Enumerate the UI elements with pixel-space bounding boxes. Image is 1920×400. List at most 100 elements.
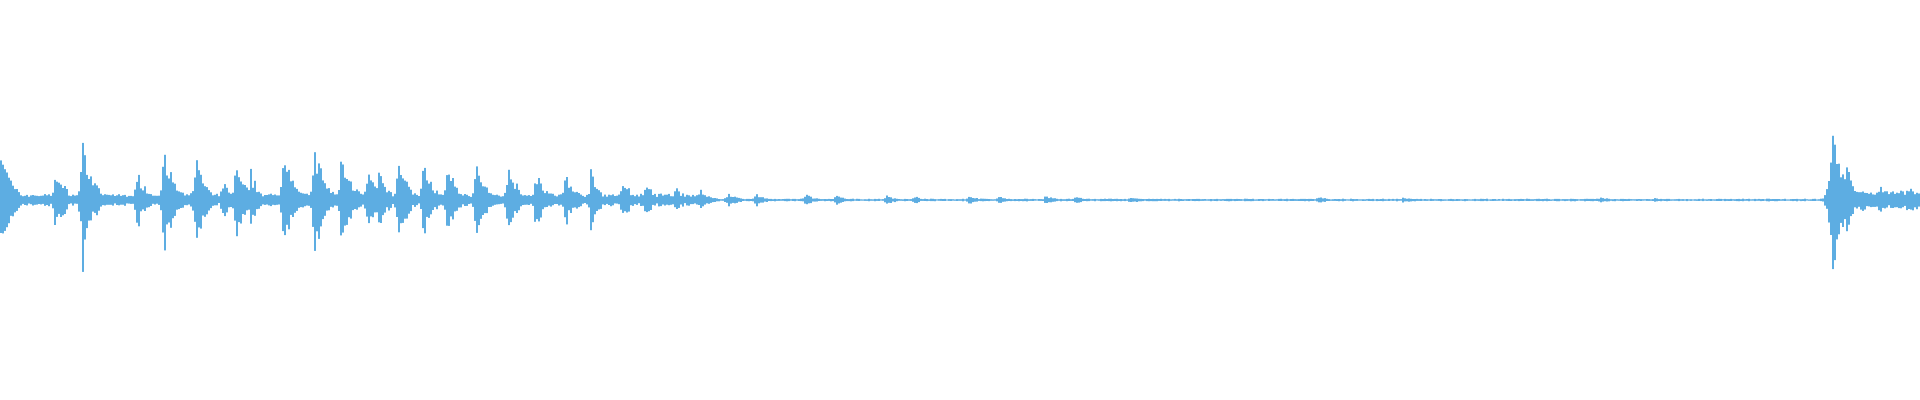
waveform-sample: [1892, 191, 1894, 208]
waveform-sample: [1402, 197, 1404, 203]
waveform-sample: [962, 198, 964, 202]
waveform-sample: [1694, 199, 1696, 201]
waveform-sample: [1422, 199, 1424, 201]
waveform-sample: [1748, 198, 1750, 202]
waveform-sample: [1354, 199, 1356, 201]
waveform-sample: [1090, 199, 1092, 201]
waveform-sample: [844, 198, 846, 202]
waveform-sample: [1812, 198, 1814, 201]
waveform-sample: [982, 198, 984, 202]
waveform-sample: [762, 197, 764, 203]
waveform-sample: [532, 194, 534, 206]
waveform-sample: [1632, 199, 1634, 201]
waveform-sample: [788, 198, 790, 202]
waveform-sample: [914, 197, 916, 203]
waveform-sample: [28, 196, 30, 204]
waveform-sample: [1512, 199, 1514, 201]
waveform-sample: [1360, 199, 1362, 201]
waveform-sample: [594, 187, 596, 215]
waveform-sample: [1008, 198, 1010, 201]
waveform-sample: [468, 196, 470, 204]
waveform-sample: [222, 188, 224, 213]
waveform-sample: [40, 195, 42, 205]
waveform-sample: [1724, 198, 1726, 202]
waveform-sample: [664, 194, 666, 206]
waveform-sample: [1176, 199, 1178, 201]
waveform-sample: [1714, 199, 1716, 201]
waveform-sample: [524, 195, 526, 205]
waveform-sample: [42, 195, 44, 204]
waveform-sample: [1902, 191, 1904, 208]
waveform-sample: [1444, 199, 1446, 201]
waveform-sample: [4, 169, 6, 231]
waveform-sample: [538, 178, 540, 222]
waveform-sample: [180, 192, 182, 208]
waveform-sample: [1082, 198, 1084, 202]
waveform-sample: [1856, 191, 1858, 209]
waveform-sample: [568, 187, 570, 211]
waveform-sample: [1022, 199, 1024, 202]
waveform-sample: [1564, 199, 1566, 202]
waveform-sample: [170, 172, 172, 228]
waveform-sample: [802, 198, 804, 202]
waveform-sample: [808, 195, 810, 204]
waveform-sample: [820, 199, 822, 201]
waveform-sample: [162, 166, 164, 233]
waveform-sample: [1876, 192, 1878, 207]
waveform-sample: [1918, 193, 1920, 207]
waveform-sample: [334, 194, 336, 206]
waveform-sample: [322, 180, 324, 220]
waveform-sample: [1570, 198, 1572, 202]
waveform-sample: [1066, 198, 1068, 202]
waveform-sample: [826, 199, 828, 201]
waveform-sample: [318, 163, 320, 239]
waveform-sample: [624, 187, 626, 212]
waveform-sample: [482, 186, 484, 215]
waveform-sample: [814, 198, 816, 202]
waveform-sample: [732, 197, 734, 203]
waveform-sample: [882, 199, 884, 201]
waveform-sample: [806, 194, 808, 205]
waveform-sample: [450, 181, 452, 217]
waveform-sample: [1658, 199, 1660, 201]
waveform-sample: [1630, 199, 1632, 201]
waveform-sample: [1494, 199, 1496, 201]
waveform-sample: [1614, 199, 1616, 202]
waveform-sample: [492, 194, 494, 206]
waveform-sample: [1600, 197, 1602, 203]
waveform-sample: [980, 198, 982, 202]
waveform-sample: [1746, 199, 1748, 201]
waveform-sample: [1448, 199, 1450, 201]
waveform-sample: [1002, 198, 1004, 202]
waveform-sample: [302, 193, 304, 208]
waveform-sample: [1178, 198, 1180, 202]
waveform-sample: [1458, 199, 1460, 201]
waveform-sample: [734, 196, 736, 204]
waveform-sample: [1324, 198, 1326, 202]
waveform-sample: [1914, 194, 1916, 208]
waveform-sample: [694, 196, 696, 204]
waveform-sample: [130, 195, 132, 204]
waveform-sample: [998, 197, 1000, 203]
waveform-sample: [1336, 199, 1338, 201]
waveform-sample: [890, 197, 892, 203]
waveform-sample: [1808, 199, 1810, 201]
waveform-sample: [1372, 198, 1374, 202]
waveform-sample: [298, 191, 300, 208]
waveform-sample: [166, 175, 168, 225]
waveform-sample: [156, 195, 158, 204]
waveform-sample: [1620, 198, 1622, 201]
waveform-sample: [1752, 199, 1754, 201]
waveform-sample: [394, 193, 396, 208]
waveform-sample: [768, 198, 770, 201]
waveform-sample: [404, 180, 406, 219]
waveform-sample: [528, 195, 530, 205]
waveform-sample: [368, 174, 370, 224]
waveform-sample: [790, 199, 792, 201]
waveform-sample: [304, 193, 306, 207]
waveform-sample: [70, 196, 72, 204]
waveform-sample: [1260, 199, 1262, 201]
waveform-sample: [1492, 199, 1494, 201]
waveform-sample: [1114, 198, 1116, 201]
waveform-sample: [182, 192, 184, 208]
